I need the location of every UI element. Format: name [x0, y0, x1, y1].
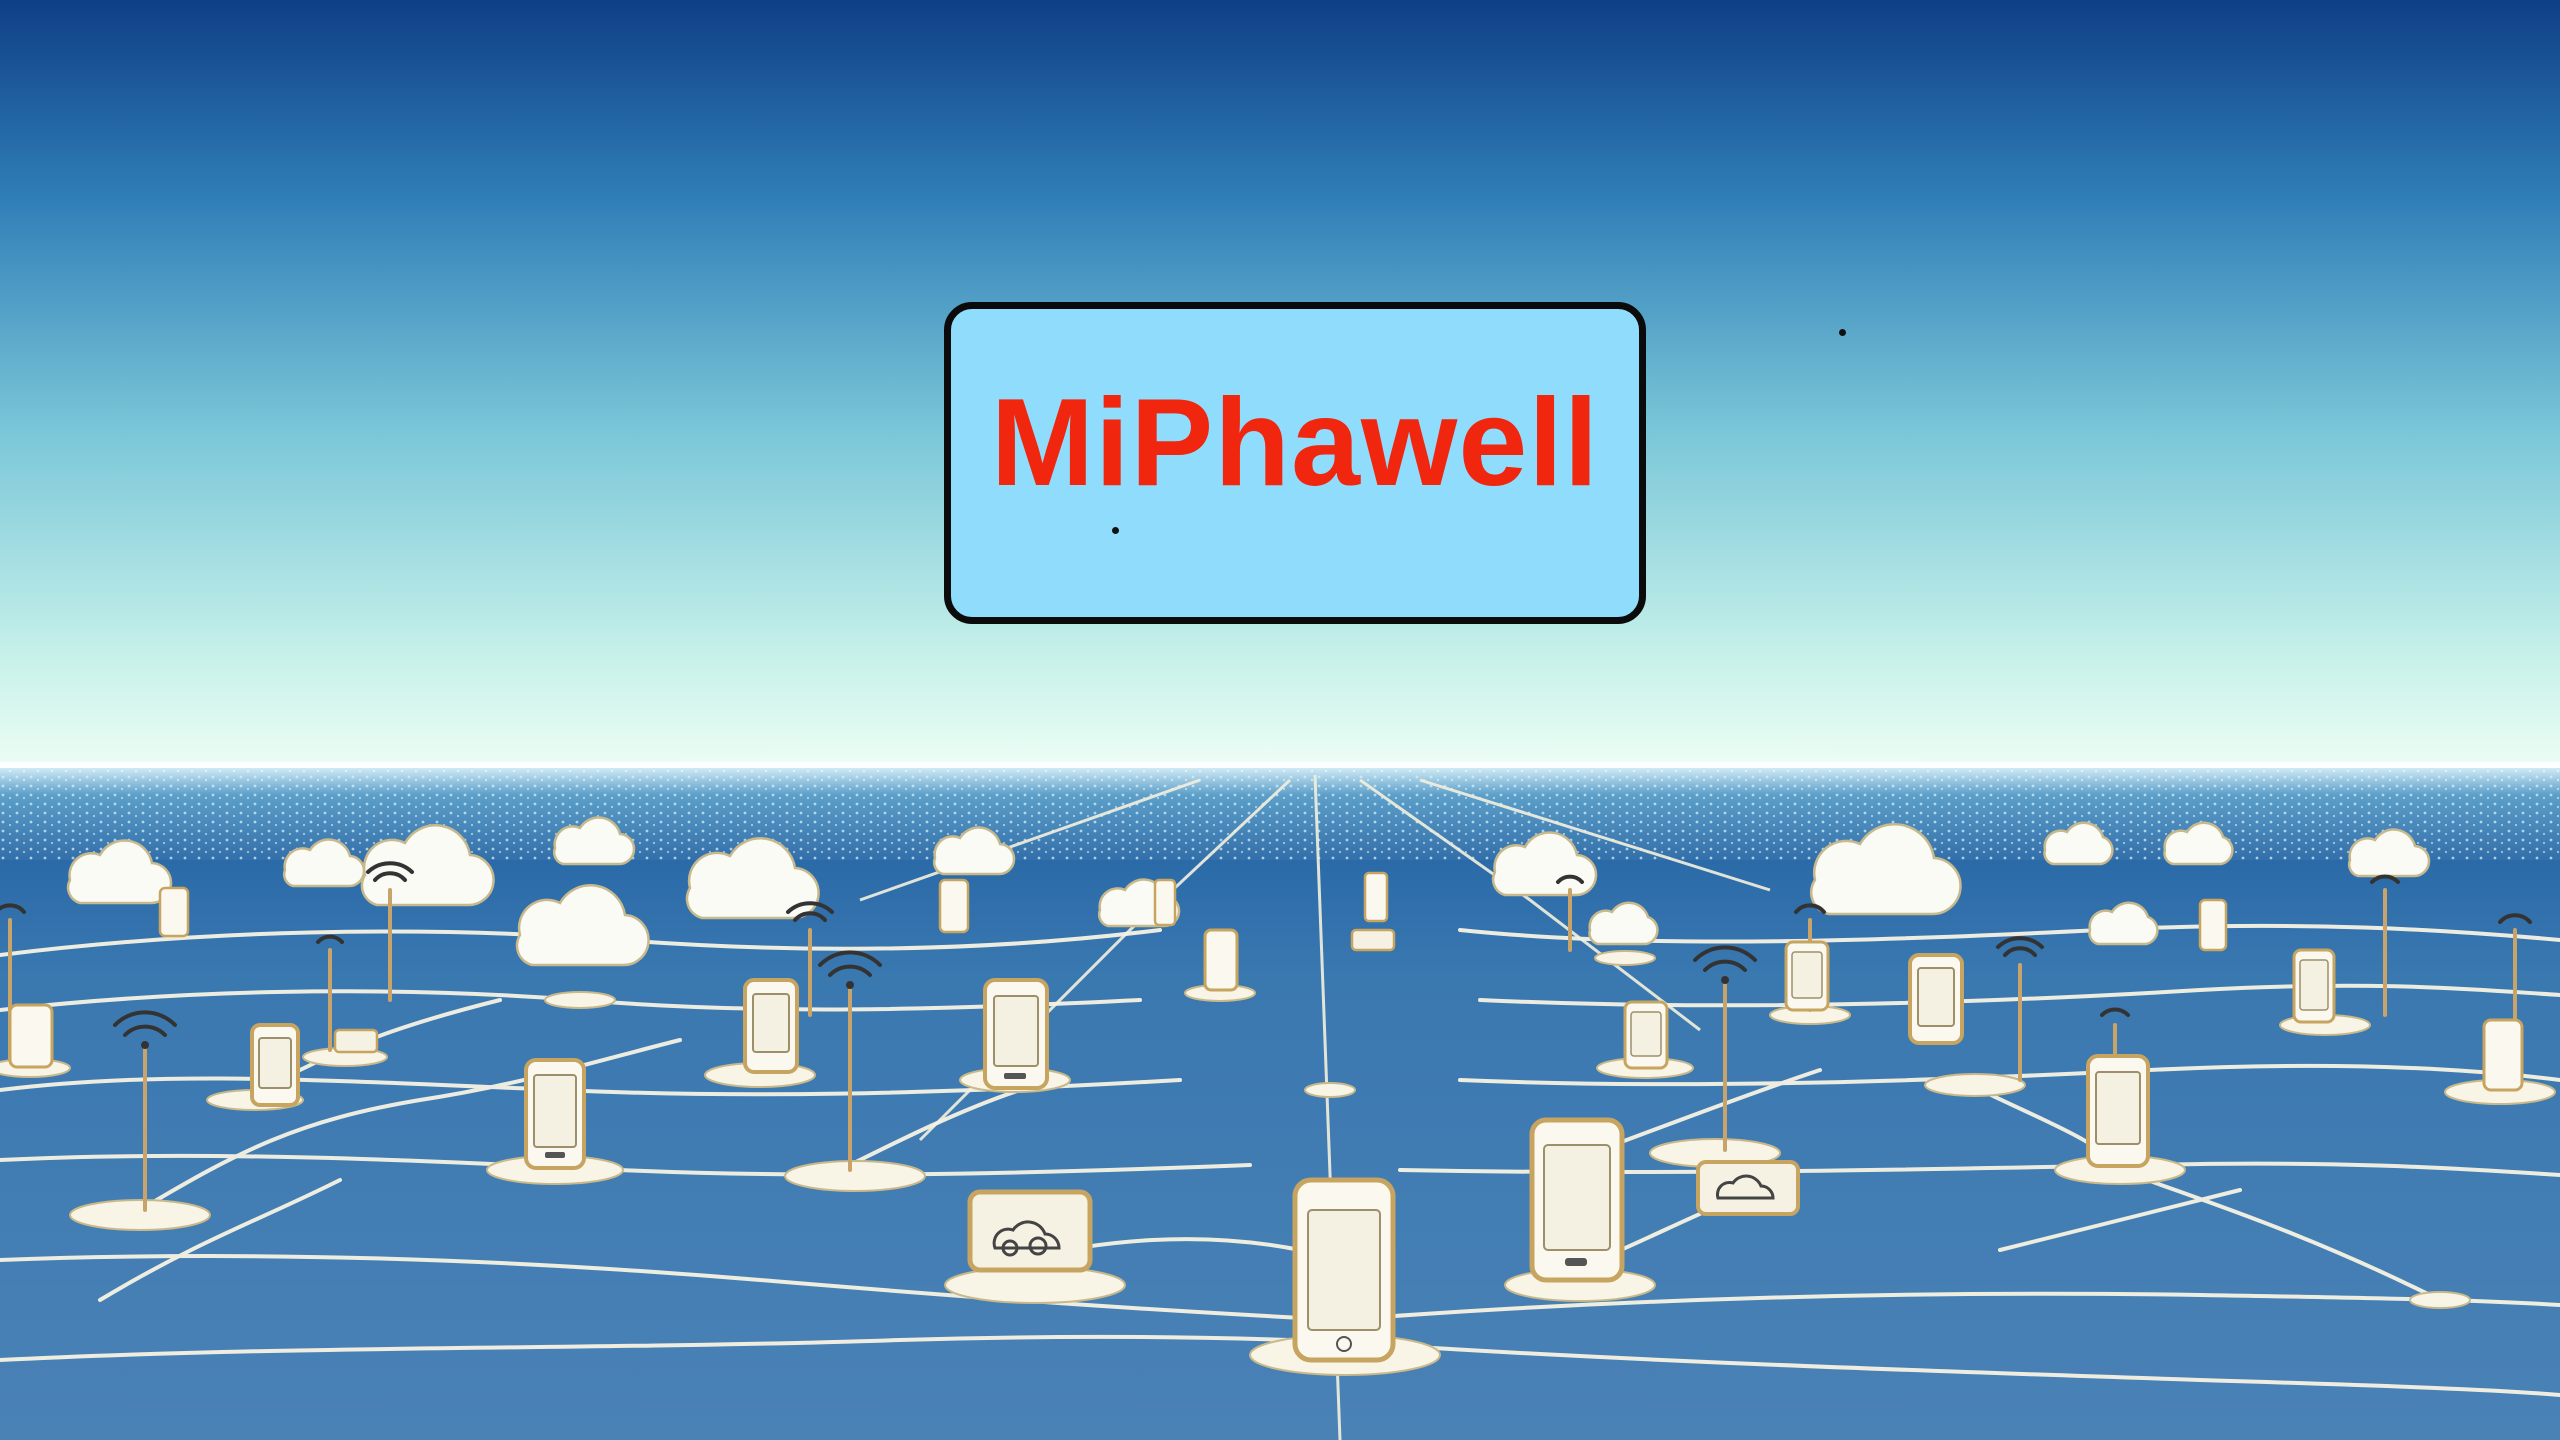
smartphone-icon — [983, 978, 1049, 1090]
router-icons — [333, 928, 1800, 1273]
smartphone-icon — [743, 978, 799, 1074]
cloud-icon — [932, 826, 1016, 876]
smartphone-icon — [938, 878, 970, 934]
cloud-icon — [2088, 901, 2159, 946]
wifi-antenna-icon — [316, 934, 344, 1052]
smartphone-icon — [1153, 878, 1177, 927]
smartphone-icon — [250, 1023, 300, 1107]
smartphone-icon — [158, 886, 190, 938]
smartphone-icon — [1363, 871, 1389, 923]
brand-banner: MiPhawell — [944, 302, 1646, 624]
router-icon — [967, 1189, 1093, 1273]
wifi-antenna-icon — [2370, 874, 2400, 1017]
router-icon — [1350, 928, 1396, 952]
wifi-antenna-icon — [1996, 936, 2044, 1082]
smartphone-icon — [524, 1058, 586, 1170]
smartphone-icon — [2482, 1018, 2524, 1092]
cloud-icon — [1809, 823, 1962, 916]
brand-title: MiPhawell — [990, 374, 1600, 512]
smartphone-icon — [1292, 1177, 1396, 1363]
cloud-icon — [66, 839, 173, 905]
router-icon — [333, 1028, 379, 1054]
stray-dot — [1112, 527, 1119, 534]
router-icon — [1696, 1160, 1800, 1216]
cloud-icon — [360, 824, 495, 907]
smartphone-icon — [1784, 940, 1830, 1012]
smartphone-icon — [1623, 1000, 1669, 1070]
cloud-icon — [2043, 821, 2114, 866]
cloud-icons — [66, 816, 2431, 967]
cloud-icon — [2163, 821, 2234, 866]
cloud-icon — [1491, 831, 1598, 897]
smartphone-icons — [8, 871, 2524, 1363]
smartphone-icon — [2292, 948, 2336, 1024]
cloud-icon — [1588, 901, 1659, 946]
smartphone-icon — [1203, 928, 1239, 992]
stray-dot — [1839, 329, 1846, 336]
smartphone-icon — [1529, 1117, 1625, 1283]
wifi-antenna-icon — [1556, 874, 1584, 952]
smartphone-icon — [1908, 953, 1964, 1045]
cloud-icon — [552, 816, 636, 866]
wifi-antenna-icon — [366, 861, 414, 1002]
cloud-icon — [282, 838, 366, 888]
wifi-antenna-icon — [113, 1010, 177, 1212]
wifi-antenna-icon — [1693, 945, 1757, 1152]
wifi-antenna-icons — [0, 861, 2532, 1212]
cloud-icon — [685, 837, 820, 920]
smartphone-icon — [8, 1003, 54, 1069]
smartphone-icon — [2198, 898, 2228, 952]
smartphone-icon — [2086, 1054, 2150, 1168]
cloud-icon — [515, 884, 650, 967]
wifi-antenna-icon — [818, 950, 882, 1172]
wifi-antenna-icon — [786, 901, 834, 1017]
